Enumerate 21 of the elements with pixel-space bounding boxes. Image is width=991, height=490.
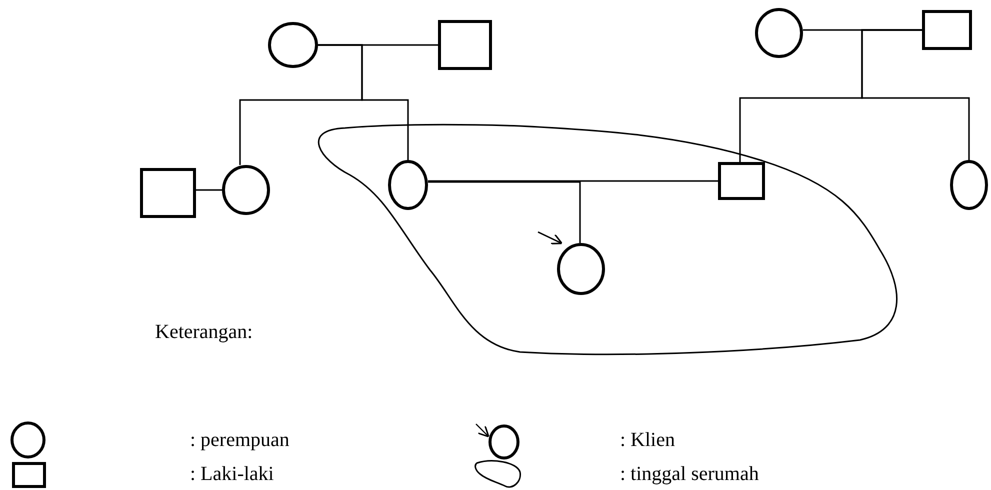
female-circle — [388, 160, 428, 210]
female-circle — [755, 8, 803, 58]
connector-line — [428, 181, 581, 243]
legend-text: : tinggal serumah — [620, 462, 759, 486]
connector-line — [196, 189, 222, 191]
male-square — [718, 162, 765, 200]
female-circle — [268, 22, 318, 68]
connector-line — [538, 231, 563, 244]
male-square — [438, 20, 492, 70]
legend-text: : perempuan — [190, 428, 290, 452]
legend-text: : Klien — [620, 428, 675, 452]
male-square — [922, 10, 972, 50]
legend-text: : Laki-laki — [190, 462, 274, 486]
connector-line — [428, 180, 718, 182]
male-square — [140, 168, 196, 218]
client-circle — [557, 243, 605, 295]
legend-title: Keterangan: — [155, 320, 253, 344]
female-circle — [222, 165, 270, 215]
connector-line — [861, 29, 970, 160]
connector-line — [318, 44, 409, 160]
female-circle — [950, 160, 988, 210]
